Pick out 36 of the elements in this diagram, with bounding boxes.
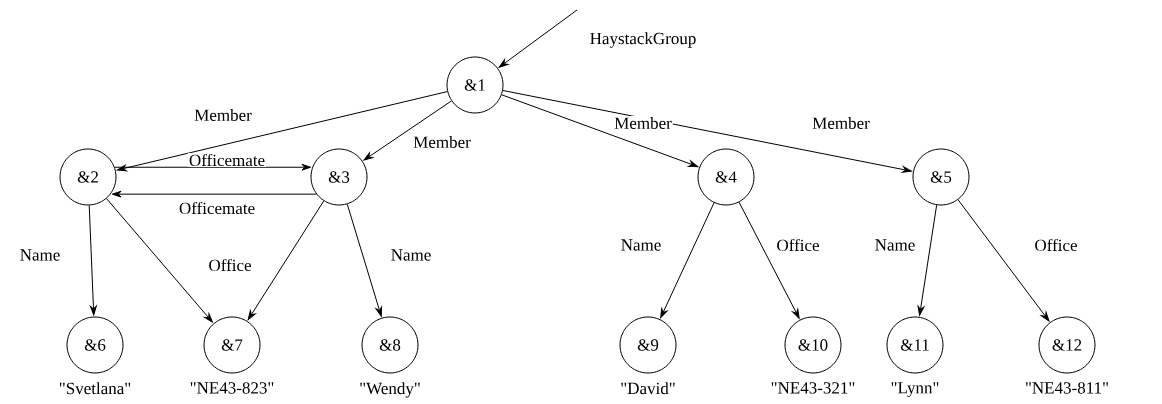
arrow bbox=[114, 163, 312, 171]
value-label: "Svetlana" bbox=[59, 382, 131, 395]
value-label: "NE43-321" bbox=[771, 382, 855, 394]
arrow bbox=[917, 204, 938, 316]
edge-label: Member bbox=[193, 108, 253, 122]
value-label: "David" bbox=[621, 382, 675, 395]
edge-label: Name bbox=[18, 248, 62, 262]
edge-label: Officemate bbox=[187, 152, 267, 168]
arrow bbox=[106, 198, 213, 323]
edge-label: Office bbox=[775, 237, 821, 253]
edge-label: Member bbox=[613, 116, 673, 130]
arrow bbox=[247, 200, 325, 321]
value-label: "Lynn" bbox=[891, 382, 939, 397]
edge-label: Office bbox=[1033, 237, 1079, 253]
value-label: "Wendy" bbox=[360, 382, 420, 398]
arrow bbox=[957, 199, 1050, 322]
arrow bbox=[346, 203, 383, 317]
edge-label: Member bbox=[412, 135, 472, 149]
arrow bbox=[88, 204, 97, 316]
arrow bbox=[738, 201, 800, 319]
edge-label: Name bbox=[389, 248, 433, 262]
value-label: "NE43-823" bbox=[190, 382, 274, 394]
edge-label: Office bbox=[207, 257, 253, 273]
arrow bbox=[363, 100, 452, 161]
arrow bbox=[498, 9, 578, 68]
edge-label: Name bbox=[619, 238, 663, 252]
edge-label: HaystackGroup bbox=[588, 31, 698, 49]
arrow bbox=[660, 202, 715, 319]
value-label: "NE43-811" bbox=[1026, 382, 1108, 394]
arrow bbox=[502, 90, 912, 173]
edge-label: Officemate bbox=[177, 200, 257, 216]
edge-label: Name bbox=[873, 238, 917, 252]
arrow bbox=[111, 190, 317, 198]
arrow bbox=[116, 91, 448, 172]
arrow bbox=[501, 94, 699, 168]
edge-label: Member bbox=[811, 116, 871, 130]
